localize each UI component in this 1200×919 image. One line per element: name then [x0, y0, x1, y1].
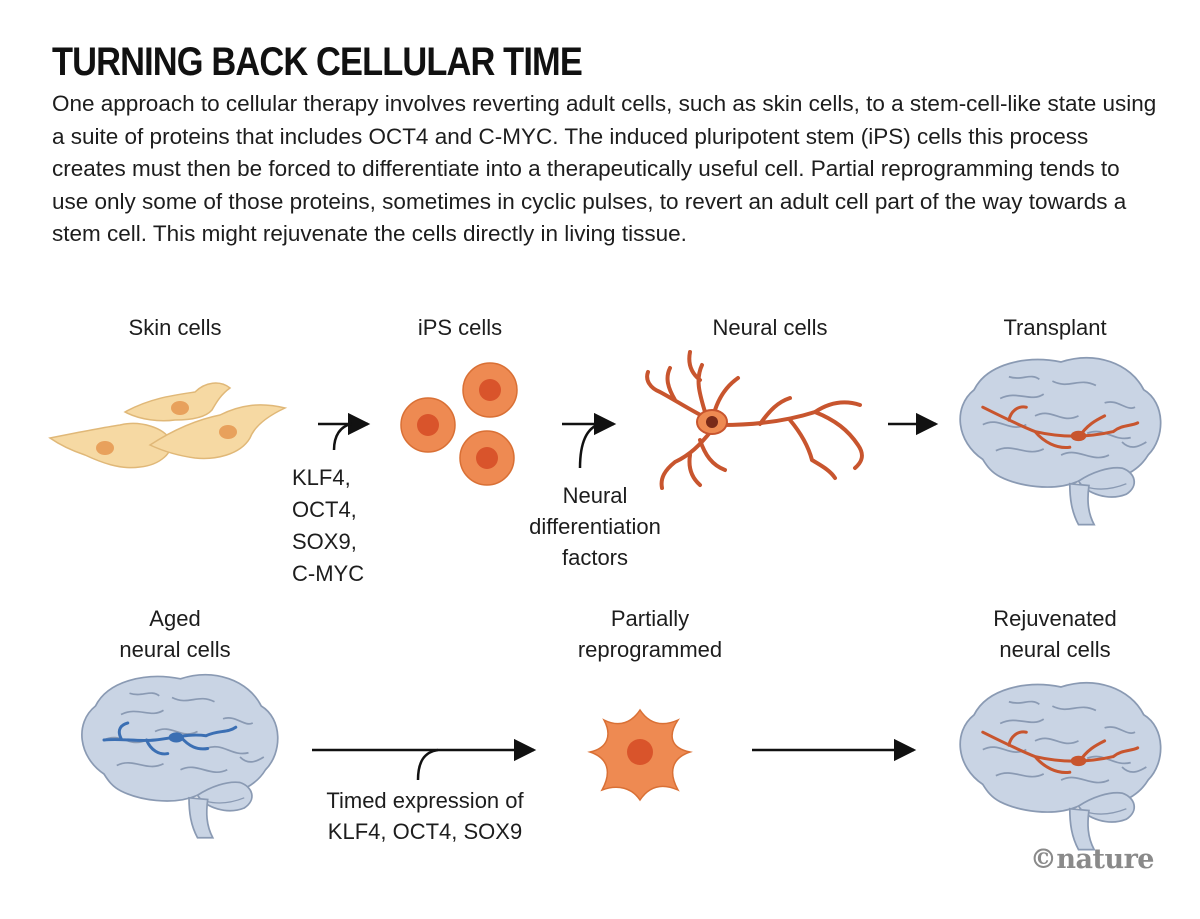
factor-oct4: OCT4,	[292, 497, 357, 522]
brain-aged	[81, 673, 279, 839]
label-aged-line1: Aged	[149, 606, 201, 631]
timed-label-line1: Timed expression of	[326, 788, 524, 813]
diff-label-line1: Neural	[562, 483, 628, 508]
partial-cell-illustration	[587, 708, 693, 802]
arrow-reprogram	[318, 412, 371, 451]
factor-sox9: SOX9,	[292, 529, 357, 554]
arrow-timed-expression	[312, 738, 537, 781]
label-skin-cells: Skin cells	[128, 315, 222, 340]
skin-cells-illustration	[48, 382, 288, 469]
brain-transplant	[959, 356, 1162, 526]
diff-label-line3: factors	[561, 545, 629, 570]
factor-cmyc: C-MYC	[292, 561, 365, 586]
label-rejuvenated-line2: neural cells	[999, 637, 1111, 662]
label-neural-cells: Neural cells	[712, 315, 828, 340]
label-transplant: Transplant	[1003, 315, 1107, 340]
label-partial-line2: reprogrammed	[577, 637, 723, 662]
factor-klf4: KLF4,	[292, 465, 351, 490]
arrow-differentiate	[562, 412, 617, 469]
label-aged-line2: neural cells	[119, 637, 231, 662]
label-ips-cells: iPS cells	[417, 315, 503, 340]
label-partial-line1: Partially	[610, 606, 690, 631]
brain-rejuvenated	[959, 681, 1162, 851]
figure-title: TURNING BACK CELLULAR TIME	[52, 40, 583, 84]
label-rejuvenated-line1: Rejuvenated	[993, 606, 1117, 631]
diff-label-line2: differentiation	[529, 514, 661, 539]
timed-label-line2: KLF4, OCT4, SOX9	[327, 819, 523, 844]
intro-text: One approach to cellular therapy involve…	[52, 91, 1157, 246]
ips-cells-illustration	[400, 362, 518, 486]
neuron-illustration	[645, 350, 864, 490]
